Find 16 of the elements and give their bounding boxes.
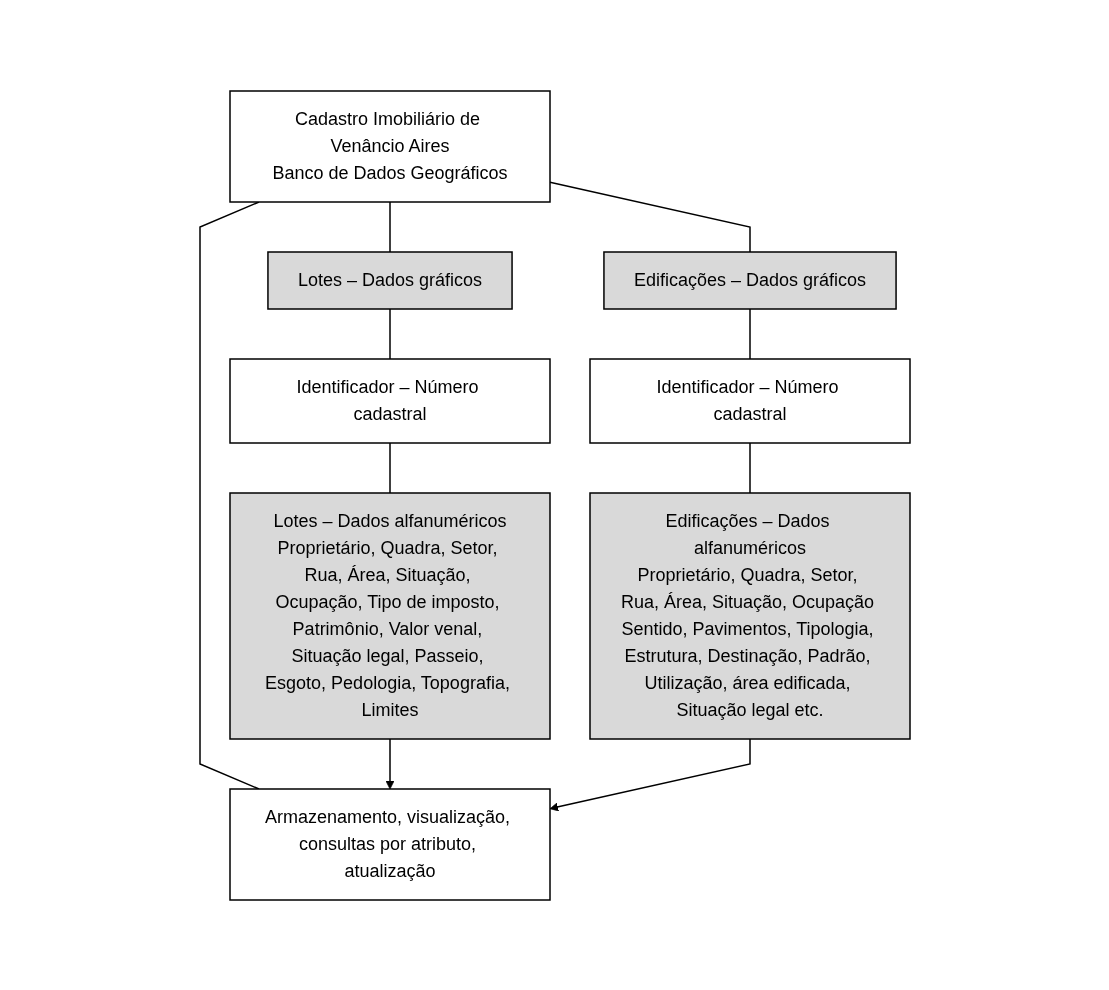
connector (388, 200, 391, 253)
connector (748, 307, 751, 360)
connector (388, 441, 391, 494)
arrow (385, 737, 394, 789)
node-box: Cadastro Imobiliário de Venâncio Aires Banco de Dados Geográficos (228, 89, 551, 203)
node-box: Edificações – Dados gráficos (602, 250, 897, 310)
connector (748, 441, 751, 494)
node-box: Lotes – Dados alfanuméricos Proprietário, Quadra, Setor, Rua, Área, Situação, Ocupação, Tipo de imposto, Patrimônio, Valor venal, Situação legal, Passeio, Esgoto, Pedologia, Topografia, Limites (228, 491, 551, 740)
connector (388, 307, 391, 360)
node-box: Lotes – Dados gráficos (266, 250, 513, 310)
node-box: Identificador – Número cadastral (588, 357, 911, 444)
arrow (549, 737, 751, 811)
node-box: Armazenamento, visualização, consultas por atributo, atualização (228, 787, 551, 901)
connector (198, 200, 260, 790)
node-box: Edificações – Dados alfanuméricos Proprietário, Quadra, Setor, Rua, Área, Situação, Ocupação Sentido, Pavimentos, Tipologia, Estrutura, Destinação, Padrão, Utilização, área edificada, Situação legal etc. (588, 491, 911, 740)
node-box: Identificador – Número cadastral (228, 357, 551, 444)
